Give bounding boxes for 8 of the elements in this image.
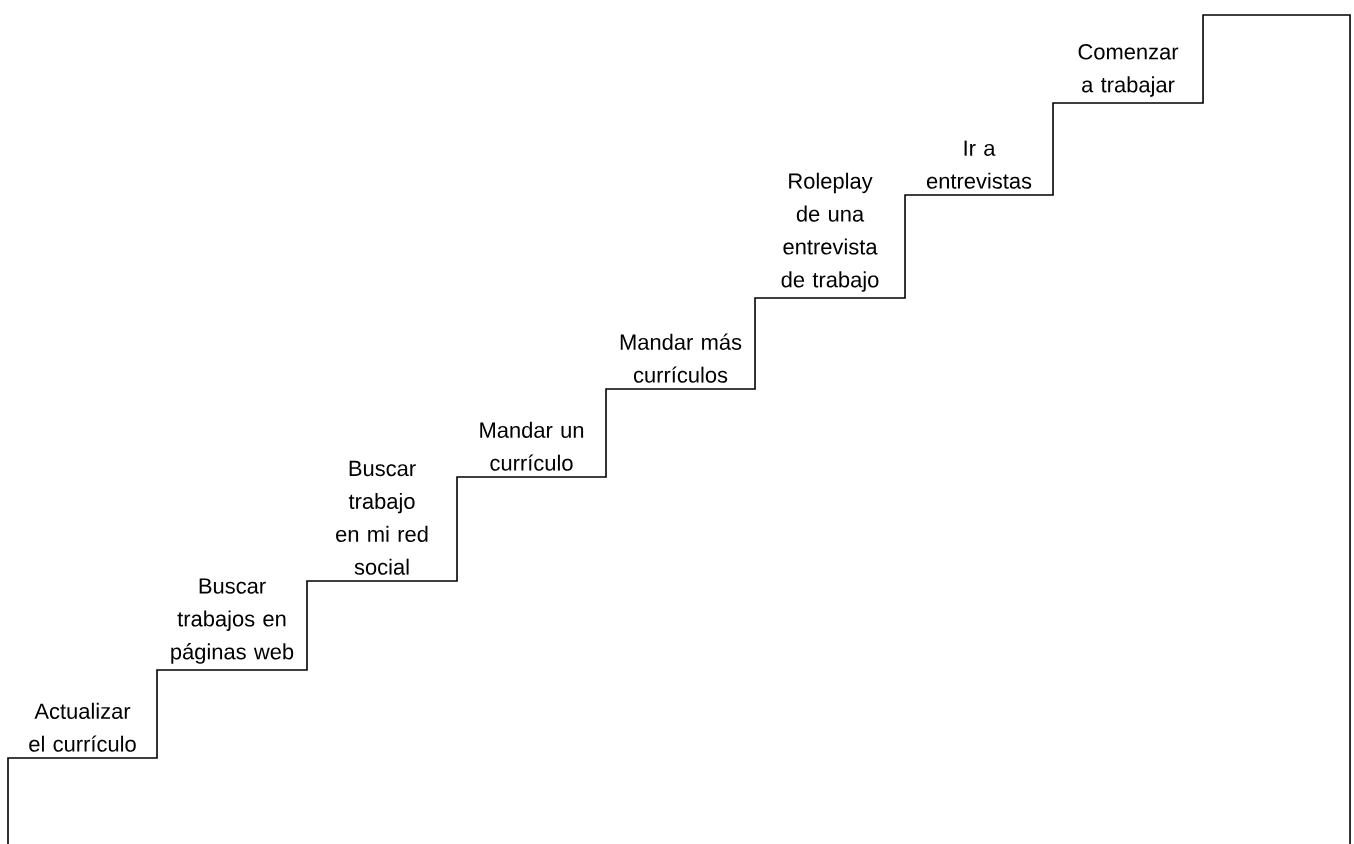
step-label: Buscar trabajo en mi red social <box>336 460 428 575</box>
step-label: Buscar trabajos en páginas web <box>171 578 294 664</box>
step-label: Mandar un currículo <box>480 421 584 471</box>
step-label: Ir a entrevistas <box>926 140 1032 189</box>
step-label: Roleplay de una entrevista de trabajo <box>781 172 879 292</box>
step-label: Mandar más currículos <box>620 333 742 383</box>
step-label: Comenzar a trabajar <box>1078 44 1179 97</box>
step-label: Actualizar el currículo <box>29 702 136 752</box>
